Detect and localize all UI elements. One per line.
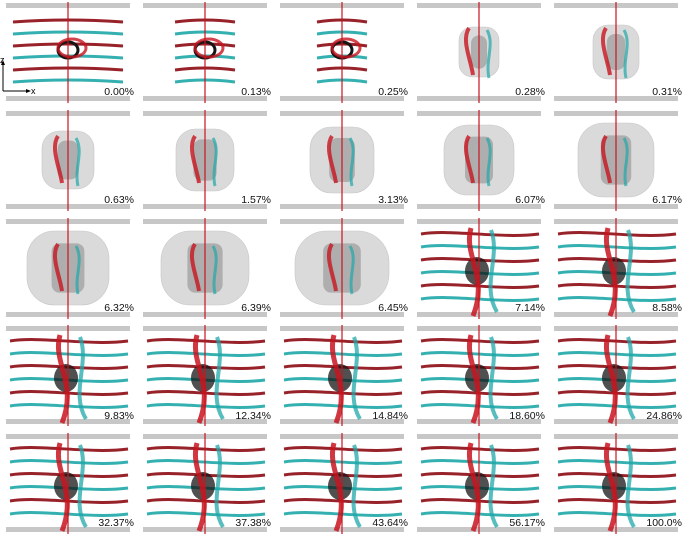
vortex-render [143,217,267,319]
simulation-panel: 1.57% [137,108,274,216]
simulation-panel: 0.25% [274,0,411,108]
panel-percent-label: 6.39% [241,301,271,314]
simulation-panel: 43.64% [274,431,411,539]
panel-percent-label: 6.17% [652,194,682,207]
vortex-render [554,433,678,535]
panel-percent-label: 9.83% [104,409,134,422]
panel-percent-label: 12.34% [235,409,271,422]
panel-percent-label: 37.38% [235,517,271,530]
vortex-render [554,2,678,103]
vortex-render [417,109,541,211]
vortex-render [417,433,541,535]
simulation-panel: 37.38% [137,431,274,539]
simulation-panel: 6.07% [411,108,548,216]
vortex-render [143,433,267,535]
vortex-render [143,2,267,103]
z-axis-label: z [0,55,5,65]
simulation-panel: 12.34% [137,323,274,431]
panel-percent-label: 43.64% [372,517,408,530]
panel-percent-label: 0.28% [515,86,545,99]
simulation-panel: 18.60% [411,323,548,431]
vortex-render [280,2,404,103]
simulation-panel: 7.14% [411,216,548,324]
vortex-render [417,325,541,427]
vortex-render [417,2,541,103]
vortex-render [280,109,404,211]
panel-percent-label: 0.13% [241,86,271,99]
vortex-render [554,217,678,319]
vortex-render [280,217,404,319]
simulation-panel: 0.31% [548,0,685,108]
simulation-panel: 9.83% [0,323,137,431]
panel-percent-label: 7.14% [515,301,545,314]
vortex-render [280,433,404,535]
axis-indicator: z x [0,55,40,100]
simulation-panel: 14.84% [274,323,411,431]
vortex-render [6,325,130,427]
vortex-render [143,325,267,427]
simulation-panel: 6.17% [548,108,685,216]
vortex-render [6,109,130,211]
panel-percent-label: 18.60% [509,409,545,422]
simulation-panel: 56.17% [411,431,548,539]
panel-percent-label: 1.57% [241,194,271,207]
vortex-render [143,109,267,211]
simulation-panel: 3.13% [274,108,411,216]
simulation-panel: 24.86% [548,323,685,431]
simulation-panel: 0.13% [137,0,274,108]
vortex-render [6,2,130,103]
axis-arrows-icon [1,60,31,93]
panel-percent-label: 0.25% [378,86,408,99]
simulation-panel: 100.0% [548,431,685,539]
simulation-panel: 8.58% [548,216,685,324]
vortex-render [280,325,404,427]
panel-percent-label: 6.45% [378,301,408,314]
simulation-panel: 6.45% [274,216,411,324]
panel-percent-label: 6.07% [515,194,545,207]
vortex-render [554,325,678,427]
panel-percent-label: 8.58% [652,301,682,314]
simulation-panel: 0.63% [0,108,137,216]
panel-percent-label: 0.31% [652,86,682,99]
simulation-panel: 6.39% [137,216,274,324]
vortex-render [6,217,130,319]
panel-percent-label: 32.37% [98,517,134,530]
simulation-panel: 0.00% [0,0,137,108]
x-axis-label: x [31,86,36,96]
panel-percent-label: 6.32% [104,301,134,314]
panel-percent-label: 0.00% [104,86,134,99]
panel-percent-label: 100.0% [646,517,682,530]
simulation-panel: 32.37% [0,431,137,539]
panel-percent-label: 14.84% [372,409,408,422]
vortex-render [6,433,130,535]
simulation-panel: 0.28% [411,0,548,108]
vortex-render [554,109,678,211]
panel-percent-label: 0.63% [104,194,134,207]
panel-percent-label: 3.13% [378,194,408,207]
panel-percent-label: 56.17% [509,517,545,530]
vortex-render [417,217,541,319]
panel-percent-label: 24.86% [646,409,682,422]
simulation-panel: 6.32% [0,216,137,324]
